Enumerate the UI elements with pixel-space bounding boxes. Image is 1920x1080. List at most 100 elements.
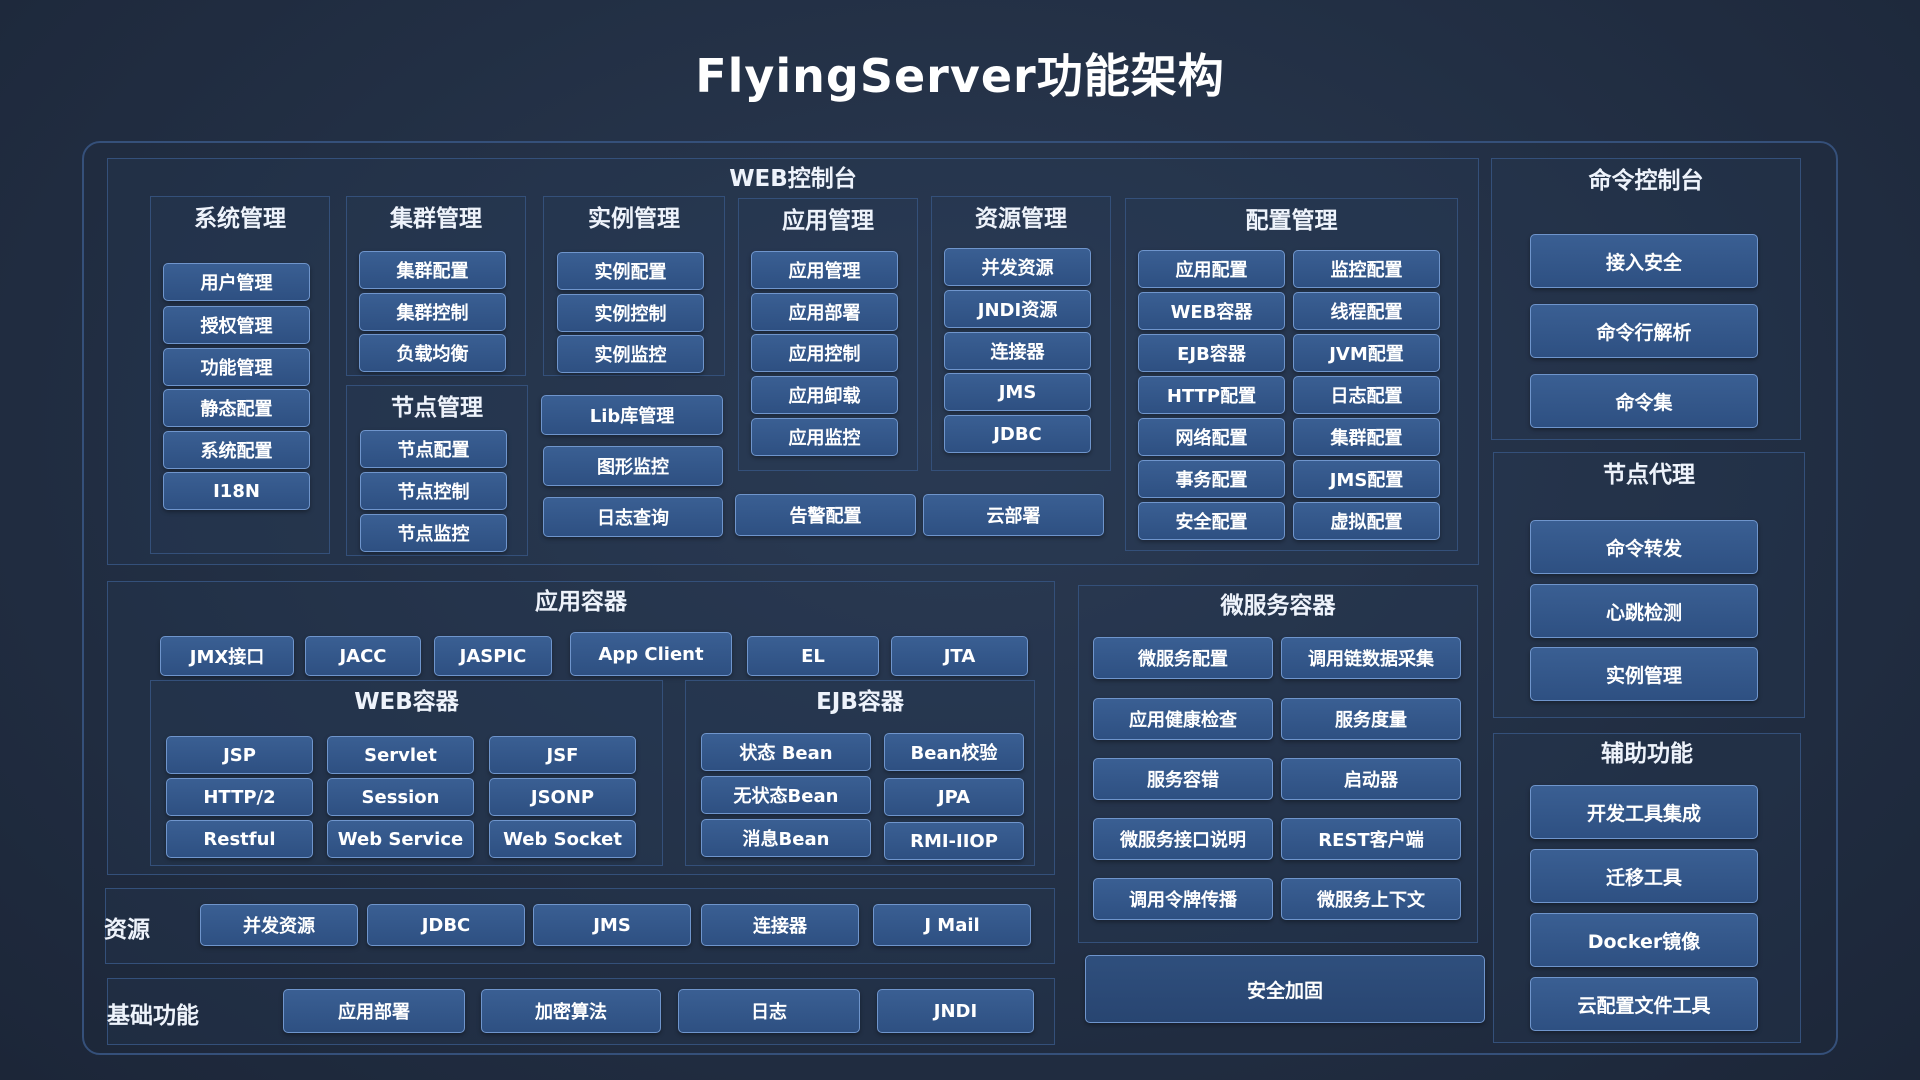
- instance-mgmt-item[interactable]: 实例配置: [557, 252, 704, 290]
- resource-mgmt-title: 资源管理: [975, 206, 1067, 232]
- resources-item[interactable]: J Mail: [873, 904, 1031, 946]
- node-agent-item[interactable]: 命令转发: [1530, 520, 1758, 574]
- basic-item[interactable]: 加密算法: [481, 989, 661, 1033]
- microservice-item[interactable]: REST客户端: [1281, 818, 1461, 860]
- cluster-mgmt-title: 集群管理: [390, 206, 482, 232]
- web-container-item[interactable]: HTTP/2: [166, 778, 313, 816]
- ejb-container-item[interactable]: RMI-IIOP: [884, 822, 1024, 860]
- microservice-item[interactable]: 启动器: [1281, 758, 1461, 800]
- web-container-item[interactable]: Web Service: [327, 820, 474, 858]
- resources-item[interactable]: JMS: [533, 904, 691, 946]
- resource-mgmt-item[interactable]: 连接器: [944, 332, 1091, 370]
- config-item[interactable]: 监控配置: [1293, 250, 1440, 288]
- ejb-container-item[interactable]: 状态 Bean: [701, 733, 871, 771]
- command-console-item[interactable]: 命令集: [1530, 374, 1758, 428]
- microservice-item[interactable]: 应用健康检查: [1093, 698, 1273, 740]
- node-agent-item[interactable]: 心跳检测: [1530, 584, 1758, 638]
- app-container-top-item[interactable]: App Client: [570, 632, 732, 676]
- system-mgmt-item[interactable]: 授权管理: [163, 306, 310, 344]
- web-container-item[interactable]: JSONP: [489, 778, 636, 816]
- config-item[interactable]: EJB容器: [1138, 334, 1285, 372]
- web-container-item[interactable]: Session: [327, 778, 474, 816]
- app-container-top-item[interactable]: JMX接口: [160, 636, 294, 676]
- cloud-deploy-button[interactable]: 云部署: [923, 494, 1104, 536]
- config-item[interactable]: 应用配置: [1138, 250, 1285, 288]
- app-mgmt-item[interactable]: 应用部署: [751, 293, 898, 331]
- command-console-item[interactable]: 接入安全: [1530, 234, 1758, 288]
- aux-item[interactable]: 云配置文件工具: [1530, 977, 1758, 1031]
- config-item[interactable]: 虚拟配置: [1293, 502, 1440, 540]
- node-agent-item[interactable]: 实例管理: [1530, 647, 1758, 701]
- web-container-item[interactable]: Servlet: [327, 736, 474, 774]
- microservice-item[interactable]: 服务容错: [1093, 758, 1273, 800]
- alarm-config-button[interactable]: 告警配置: [735, 494, 916, 536]
- command-console-item[interactable]: 命令行解析: [1530, 304, 1758, 358]
- app-mgmt-item[interactable]: 应用控制: [751, 334, 898, 372]
- instance-mgmt-item[interactable]: 实例控制: [557, 294, 704, 332]
- ejb-container-item[interactable]: 消息Bean: [701, 819, 871, 857]
- architecture-frame: [82, 141, 1838, 1055]
- basic-item[interactable]: 日志: [678, 989, 860, 1033]
- cluster-mgmt-item[interactable]: 集群配置: [359, 251, 506, 289]
- resource-mgmt-item[interactable]: JNDI资源: [944, 290, 1091, 328]
- resources-item[interactable]: 连接器: [701, 904, 859, 946]
- config-mgmt-title: 配置管理: [1245, 208, 1338, 234]
- aux-item[interactable]: 迁移工具: [1530, 849, 1758, 903]
- cluster-mgmt-item[interactable]: 集群控制: [359, 293, 506, 331]
- system-mgmt-item[interactable]: 系统配置: [163, 431, 310, 469]
- config-item[interactable]: JMS配置: [1293, 460, 1440, 498]
- aux-item[interactable]: 开发工具集成: [1530, 785, 1758, 839]
- app-mgmt-item[interactable]: 应用卸载: [751, 376, 898, 414]
- microservice-item[interactable]: 微服务上下文: [1281, 878, 1461, 920]
- app-mgmt-item[interactable]: 应用监控: [751, 418, 898, 456]
- web-container-item[interactable]: Restful: [166, 820, 313, 858]
- config-item[interactable]: 事务配置: [1138, 460, 1285, 498]
- app-container-top-item[interactable]: JTA: [891, 636, 1028, 676]
- app-container-top-item[interactable]: JASPIC: [434, 636, 552, 676]
- config-item[interactable]: 安全配置: [1138, 502, 1285, 540]
- aux-item[interactable]: Docker镜像: [1530, 913, 1758, 967]
- microservice-item[interactable]: 调用令牌传播: [1093, 878, 1273, 920]
- config-item[interactable]: WEB容器: [1138, 292, 1285, 330]
- basic-item[interactable]: 应用部署: [283, 989, 465, 1033]
- microservice-item[interactable]: 微服务配置: [1093, 637, 1273, 679]
- config-item[interactable]: 集群配置: [1293, 418, 1440, 456]
- graph-monitor-button[interactable]: 图形监控: [543, 446, 723, 486]
- app-container-top-item[interactable]: JACC: [305, 636, 421, 676]
- resources-item[interactable]: 并发资源: [200, 904, 358, 946]
- resource-mgmt-item[interactable]: 并发资源: [944, 248, 1091, 286]
- web-container-item[interactable]: JSF: [489, 736, 636, 774]
- resource-mgmt-item[interactable]: JMS: [944, 373, 1091, 411]
- system-mgmt-item[interactable]: 用户管理: [163, 263, 310, 301]
- node-mgmt-item[interactable]: 节点监控: [360, 514, 507, 552]
- config-item[interactable]: 线程配置: [1293, 292, 1440, 330]
- web-container-item[interactable]: Web Socket: [489, 820, 636, 858]
- config-item[interactable]: 网络配置: [1138, 418, 1285, 456]
- app-mgmt-item[interactable]: 应用管理: [751, 251, 898, 289]
- lib-mgmt-button[interactable]: Lib库管理: [541, 395, 723, 435]
- system-mgmt-item[interactable]: I18N: [163, 472, 310, 510]
- system-mgmt-item[interactable]: 静态配置: [163, 389, 310, 427]
- basic-item[interactable]: JNDI: [877, 989, 1034, 1033]
- app-container-top-item[interactable]: EL: [747, 636, 879, 676]
- config-item[interactable]: JVM配置: [1293, 334, 1440, 372]
- microservice-item[interactable]: 服务度量: [1281, 698, 1461, 740]
- resource-mgmt-item[interactable]: JDBC: [944, 415, 1091, 453]
- microservice-item[interactable]: 调用链数据采集: [1281, 637, 1461, 679]
- instance-mgmt-item[interactable]: 实例监控: [557, 335, 704, 373]
- command-console-title: 命令控制台: [1588, 168, 1704, 194]
- security-hardening-button[interactable]: 安全加固: [1085, 955, 1485, 1023]
- ejb-container-item[interactable]: JPA: [884, 778, 1024, 816]
- ejb-container-item[interactable]: Bean校验: [884, 733, 1024, 771]
- system-mgmt-item[interactable]: 功能管理: [163, 348, 310, 386]
- web-container-item[interactable]: JSP: [166, 736, 313, 774]
- resources-item[interactable]: JDBC: [367, 904, 525, 946]
- microservice-item[interactable]: 微服务接口说明: [1093, 818, 1273, 860]
- ejb-container-item[interactable]: 无状态Bean: [701, 776, 871, 814]
- cluster-mgmt-item[interactable]: 负载均衡: [359, 334, 506, 372]
- log-query-button[interactable]: 日志查询: [543, 497, 723, 537]
- config-item[interactable]: 日志配置: [1293, 376, 1440, 414]
- node-mgmt-item[interactable]: 节点控制: [360, 472, 507, 510]
- config-item[interactable]: HTTP配置: [1138, 376, 1285, 414]
- node-mgmt-item[interactable]: 节点配置: [360, 430, 507, 468]
